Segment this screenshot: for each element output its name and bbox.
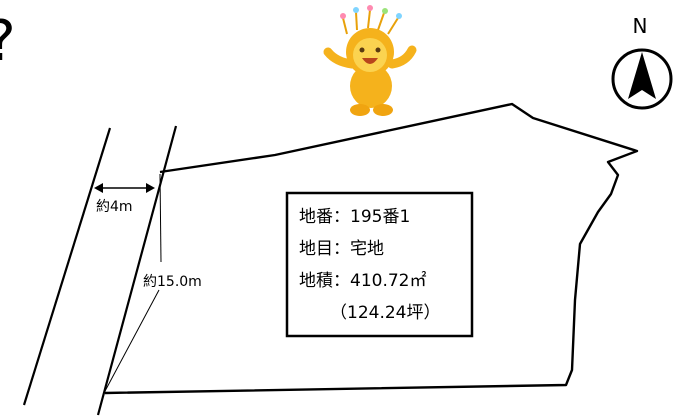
north-label: N <box>633 14 648 38</box>
north-arrow-compass: N <box>611 14 673 110</box>
lot-boundary <box>104 102 639 395</box>
mascot-crown <box>342 9 399 35</box>
road-lines <box>22 125 178 416</box>
mascot-right-foot <box>373 104 393 116</box>
area-text: 地積：410.72㎡ <box>299 271 426 291</box>
frontage-dimension <box>103 173 162 394</box>
lot-number-text: 地番：195番1 <box>299 207 410 227</box>
corner-mark: ? <box>0 9 16 74</box>
mascot-mouth <box>362 58 378 64</box>
info-box-border <box>285 191 474 338</box>
road-right-edge <box>96 125 178 416</box>
mascot-character <box>323 5 417 116</box>
mascot-sparkles <box>340 5 402 19</box>
mascot-right-arm <box>387 45 417 69</box>
road-left-edge <box>22 127 112 406</box>
road-width-dimension: 約4m <box>94 183 155 215</box>
road-width-label: 約4m <box>96 199 133 215</box>
mascot-face <box>353 38 387 72</box>
lot-info-box: 地番：195番1 地目：宅地 地積：410.72㎡ （124.24坪） <box>285 191 474 338</box>
mascot-body <box>350 64 392 108</box>
mascot-left-eye <box>359 47 365 53</box>
mascot-left-foot <box>350 104 370 116</box>
frontage-label: 約15.0m <box>143 274 202 290</box>
north-arrow-icon <box>628 52 656 99</box>
mascot-right-eye <box>375 47 381 53</box>
land-category-text: 地目：宅地 <box>299 239 384 259</box>
area-tsubo-text: （124.24坪） <box>330 303 440 323</box>
